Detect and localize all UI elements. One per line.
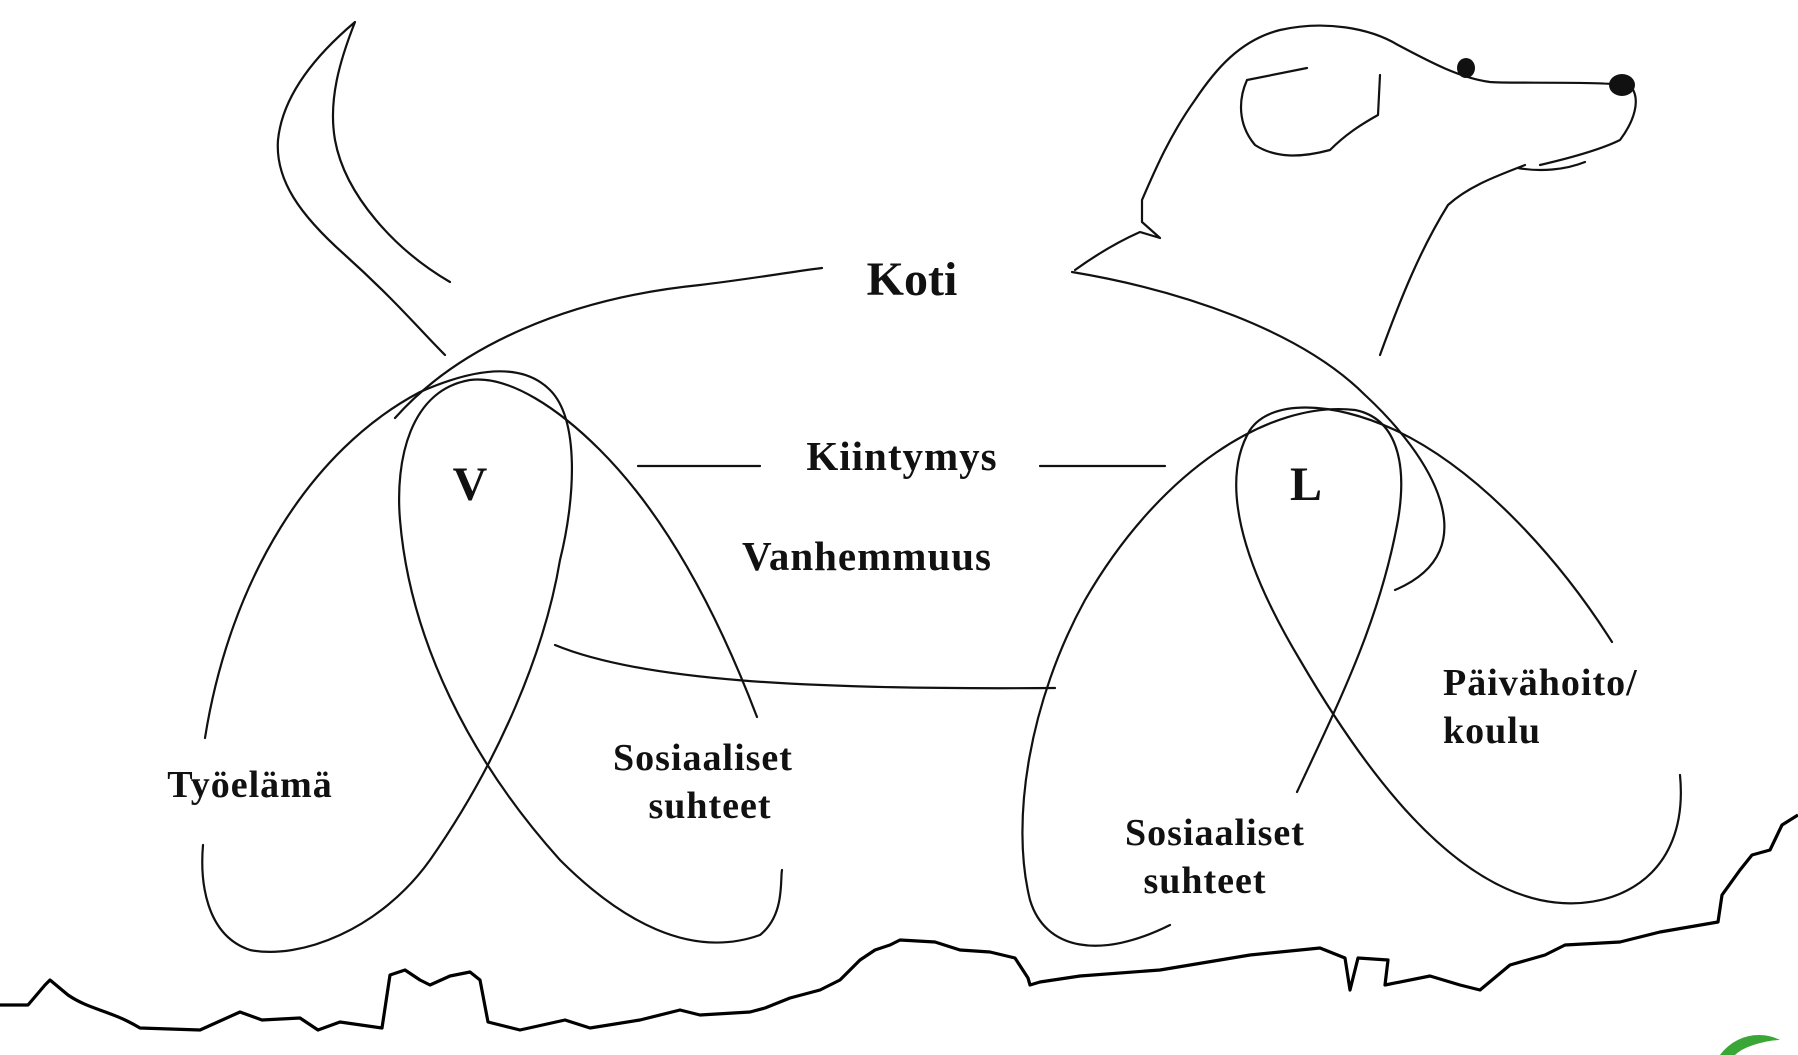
dog-head [1073,24,1637,272]
child-social-label-2: suhteet [1143,860,1266,902]
parent-social-label-1: Sosiaaliset [613,737,793,779]
dog-ear [1239,66,1382,157]
work-label: Työelämä [167,764,333,806]
parent-social-loop [398,378,784,944]
ground-line [0,813,1798,1032]
daycare-label-2: koulu [1443,710,1541,752]
child-social-label-1: Sosiaaliset [1125,812,1305,854]
attachment-label: Kiintymys [806,433,997,479]
parent-label: V [453,458,488,511]
dog-neck-front [1378,163,1527,357]
dog-chest-line [1070,270,1446,592]
work-loop [201,370,573,953]
dog-nose [1609,74,1635,96]
home-label: Koti [867,253,958,306]
dog-tail [276,20,452,357]
home-lower-boundary [553,643,1057,690]
dog-mouth [1516,160,1587,172]
parenthood-label: Vanhemmuus [742,533,992,579]
daycare-label-1: Päivähoito/ [1443,662,1638,704]
logo-icon [1720,1035,1780,1055]
child-label: L [1290,458,1322,511]
parent-social-label-2: suhteet [648,785,771,827]
dog-back-line [393,266,824,420]
daycare-loop [1235,406,1682,905]
dog-eye [1457,58,1475,78]
child-social-loop [1021,407,1403,947]
